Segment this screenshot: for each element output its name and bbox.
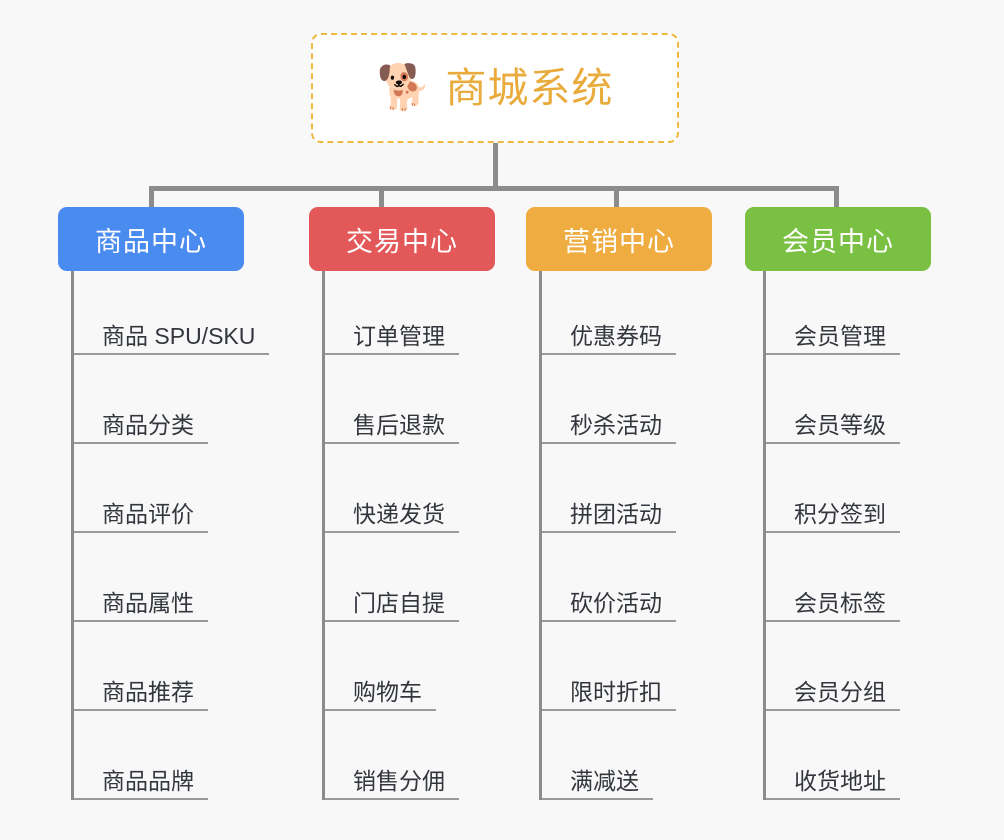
- category-header-trade-center[interactable]: 交易中心: [309, 207, 495, 271]
- category-header-label: 商品中心: [95, 226, 207, 257]
- list-item[interactable]: 商品品牌: [74, 711, 269, 800]
- list-item[interactable]: 会员等级: [766, 355, 931, 444]
- list-item[interactable]: 满减送: [542, 711, 712, 800]
- leaf-label: 会员标签: [766, 590, 900, 622]
- leaf-label: 商品分类: [74, 412, 208, 444]
- branch-trade-center: 交易中心 订单管理 售后退款 快递发货 门店自提 购物车 销售分佣: [309, 207, 495, 800]
- leaf-label: 砍价活动: [542, 590, 676, 622]
- list-item[interactable]: 商品属性: [74, 533, 269, 622]
- list-item[interactable]: 商品推荐: [74, 622, 269, 711]
- leaf-label: 商品属性: [74, 590, 208, 622]
- list-item[interactable]: 购物车: [325, 622, 495, 711]
- root-node-mall-system[interactable]: 🐕 商城系统: [311, 33, 679, 143]
- list-item[interactable]: 会员分组: [766, 622, 931, 711]
- leaf-label: 订单管理: [325, 323, 459, 355]
- list-item[interactable]: 快递发货: [325, 444, 495, 533]
- leaf-label: 售后退款: [325, 412, 459, 444]
- leaf-list-trade-center: 订单管理 售后退款 快递发货 门店自提 购物车 销售分佣: [322, 271, 495, 800]
- connector-horizontal-bus: [149, 186, 839, 191]
- branch-member-center: 会员中心 会员管理 会员等级 积分签到 会员标签 会员分组 收货地址: [745, 207, 931, 800]
- connector-drop-marketing-center: [614, 186, 619, 210]
- leaf-label: 会员管理: [766, 323, 900, 355]
- leaf-label: 商品推荐: [74, 679, 208, 711]
- leaf-label: 快递发货: [325, 501, 459, 533]
- list-item[interactable]: 会员管理: [766, 271, 931, 355]
- leaf-label: 商品品牌: [74, 768, 208, 800]
- leaf-label: 限时折扣: [542, 679, 676, 711]
- category-header-label: 营销中心: [563, 226, 675, 257]
- category-header-label: 交易中心: [346, 226, 458, 257]
- branch-product-center: 商品中心 商品 SPU/SKU 商品分类 商品评价 商品属性 商品推荐 商品品牌: [58, 207, 270, 800]
- list-item[interactable]: 砍价活动: [542, 533, 712, 622]
- list-item[interactable]: 销售分佣: [325, 711, 495, 800]
- list-item[interactable]: 门店自提: [325, 533, 495, 622]
- shiba-dog-icon: 🐕: [376, 62, 432, 113]
- connector-root-stem: [493, 143, 498, 189]
- leaf-label: 秒杀活动: [542, 412, 676, 444]
- list-item[interactable]: 订单管理: [325, 271, 495, 355]
- leaf-label: 商品 SPU/SKU: [74, 323, 270, 355]
- list-item[interactable]: 秒杀活动: [542, 355, 712, 444]
- leaf-label: 优惠券码: [542, 323, 676, 355]
- root-node-title: 商城系统: [445, 64, 614, 111]
- leaf-label: 会员等级: [766, 412, 900, 444]
- leaf-label: 销售分佣: [325, 768, 459, 800]
- list-item[interactable]: 拼团活动: [542, 444, 712, 533]
- category-header-member-center[interactable]: 会员中心: [745, 207, 931, 271]
- leaf-list-marketing-center: 优惠券码 秒杀活动 拼团活动 砍价活动 限时折扣 满减送: [539, 271, 712, 800]
- leaf-list-product-center: 商品 SPU/SKU 商品分类 商品评价 商品属性 商品推荐 商品品牌: [71, 271, 270, 800]
- category-header-label: 会员中心: [782, 226, 894, 257]
- connector-drop-product-center: [149, 186, 154, 210]
- list-item[interactable]: 会员标签: [766, 533, 931, 622]
- leaf-label: 会员分组: [766, 679, 900, 711]
- leaf-label: 拼团活动: [542, 501, 676, 533]
- branch-marketing-center: 营销中心 优惠券码 秒杀活动 拼团活动 砍价活动 限时折扣 满减送: [526, 207, 712, 800]
- leaf-label: 收货地址: [766, 768, 900, 800]
- connector-drop-member-center: [834, 186, 839, 210]
- list-item[interactable]: 商品分类: [74, 355, 269, 444]
- list-item[interactable]: 限时折扣: [542, 622, 712, 711]
- category-header-product-center[interactable]: 商品中心: [58, 207, 244, 271]
- leaf-list-member-center: 会员管理 会员等级 积分签到 会员标签 会员分组 收货地址: [763, 271, 931, 800]
- list-item[interactable]: 售后退款: [325, 355, 495, 444]
- list-item[interactable]: 商品评价: [74, 444, 269, 533]
- leaf-label: 满减送: [542, 768, 653, 800]
- list-item[interactable]: 积分签到: [766, 444, 931, 533]
- leaf-label: 门店自提: [325, 590, 459, 622]
- list-item[interactable]: 商品 SPU/SKU: [74, 271, 270, 355]
- category-header-marketing-center[interactable]: 营销中心: [526, 207, 712, 271]
- list-item[interactable]: 优惠券码: [542, 271, 712, 355]
- leaf-label: 购物车: [325, 679, 436, 711]
- connector-drop-trade-center: [379, 186, 384, 210]
- leaf-label: 商品评价: [74, 501, 208, 533]
- leaf-label: 积分签到: [766, 501, 900, 533]
- list-item[interactable]: 收货地址: [766, 711, 931, 800]
